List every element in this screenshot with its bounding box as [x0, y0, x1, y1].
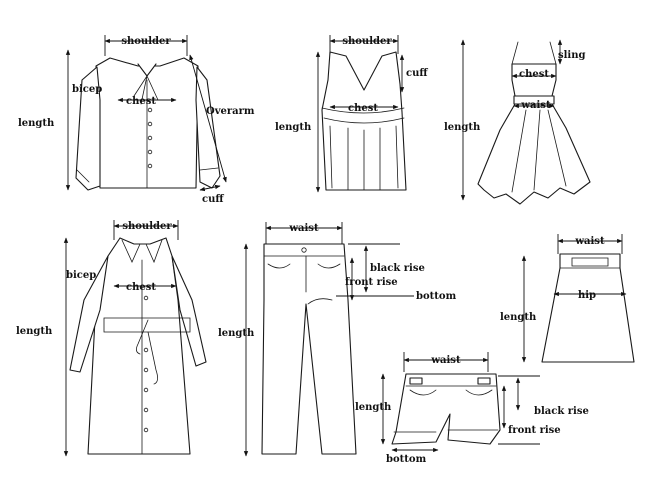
vest-length-label: length [275, 122, 312, 133]
vest-length-dim: length [275, 51, 321, 193]
skirt-waist-label: waist [574, 236, 605, 247]
shorts-black-rise-label: black rise [534, 406, 589, 417]
coat-shoulder-dim: shoulder [113, 220, 179, 240]
pants-drawing [261, 243, 357, 455]
shirt-chest-dim: chest [117, 96, 177, 107]
pants-front-rise-dim: front rise [345, 257, 398, 301]
pants-front-rise-label: front rise [345, 277, 398, 288]
dress-length-dim: length [444, 39, 481, 201]
shirt-shoulder-dim: shoulder [104, 35, 188, 56]
coat-chest-dim: chest [113, 282, 177, 293]
coat-bicep-label: bicep [66, 270, 96, 281]
pants-length-dim: length [218, 243, 255, 457]
shirt-overarm-dim: Overarm [189, 54, 255, 183]
coat-shoulder-label: shoulder [122, 221, 172, 232]
coat-chest-label: chest [126, 282, 156, 293]
skirt-hip-dim: hip [553, 290, 627, 301]
dress-sling-label: sling [558, 50, 586, 61]
pants-bottom-label: bottom [416, 291, 457, 302]
skirt-waist-dim: waist [557, 234, 623, 254]
vest-chest-dim: chest [329, 103, 399, 114]
pants-figure: waist black rise front rise bottom lengt… [218, 222, 457, 457]
shirt-bicep-dim: bicep [65, 49, 102, 191]
dress-waist-dim: waist [513, 100, 555, 111]
dress-figure: sling chest waist length [444, 39, 591, 205]
dress-drawing [477, 41, 591, 205]
dress-length-label: length [444, 122, 481, 133]
shirt-drawing [75, 57, 221, 191]
dress-sling-dim: sling [557, 39, 586, 65]
shorts-front-rise-label: front rise [508, 425, 561, 436]
pants-black-rise-dim: black rise [348, 243, 425, 293]
vest-drawing [321, 51, 407, 191]
shirt-shoulder-label: shoulder [121, 36, 171, 47]
shirt-length-label: length [18, 118, 55, 129]
shorts-drawing [391, 373, 501, 445]
pants-waist-label: waist [288, 223, 319, 234]
skirt-length-label: length [500, 312, 537, 323]
dress-chest-dim: chest [511, 69, 557, 80]
shirt-overarm-label: Overarm [206, 106, 255, 117]
pants-black-rise-label: black rise [370, 263, 425, 274]
shirt-figure: shoulder bicep length chest Overarm cuff [18, 35, 255, 205]
coat-drawing [69, 237, 207, 455]
vest-figure: shoulder cuff chest length [275, 35, 428, 193]
shorts-figure: waist length black rise front rise botto… [355, 352, 589, 465]
vest-cuff-label: cuff [406, 68, 428, 79]
shorts-waist-dim: waist [403, 352, 489, 372]
shorts-length-label: length [355, 402, 392, 413]
coat-length-label: length [16, 326, 53, 337]
shirt-cuff-dim: cuff [199, 184, 224, 205]
dress-waist-label: waist [520, 100, 551, 111]
shorts-bottom-label: bottom [386, 454, 427, 465]
shirt-chest-label: chest [126, 96, 156, 107]
vest-chest-label: chest [348, 103, 378, 114]
shorts-black-rise-dim: black rise [498, 375, 589, 417]
shirt-bicep-label: bicep [72, 84, 102, 95]
vest-cuff-dim: cuff [399, 54, 428, 93]
pants-length-label: length [218, 328, 255, 339]
shirt-cuff-label: cuff [202, 194, 224, 205]
shorts-bottom-dim: bottom [386, 447, 439, 465]
skirt-length-dim: length [500, 255, 537, 363]
vest-shoulder-dim: shoulder [329, 35, 399, 54]
coat-bicep-dim: bicep [63, 237, 96, 457]
pants-waist-dim: waist [265, 222, 343, 244]
shorts-length-dim: length [355, 373, 392, 445]
shorts-waist-label: waist [430, 355, 461, 366]
skirt-hip-label: hip [578, 290, 596, 301]
coat-figure: shoulder bicep length chest [16, 220, 207, 457]
skirt-figure: waist hip length [500, 234, 635, 363]
vest-shoulder-label: shoulder [342, 36, 392, 47]
dress-chest-label: chest [519, 69, 549, 80]
skirt-drawing [541, 253, 635, 363]
shorts-front-rise-dim: front rise [498, 385, 561, 445]
pants-bottom-dim: bottom [336, 291, 457, 302]
